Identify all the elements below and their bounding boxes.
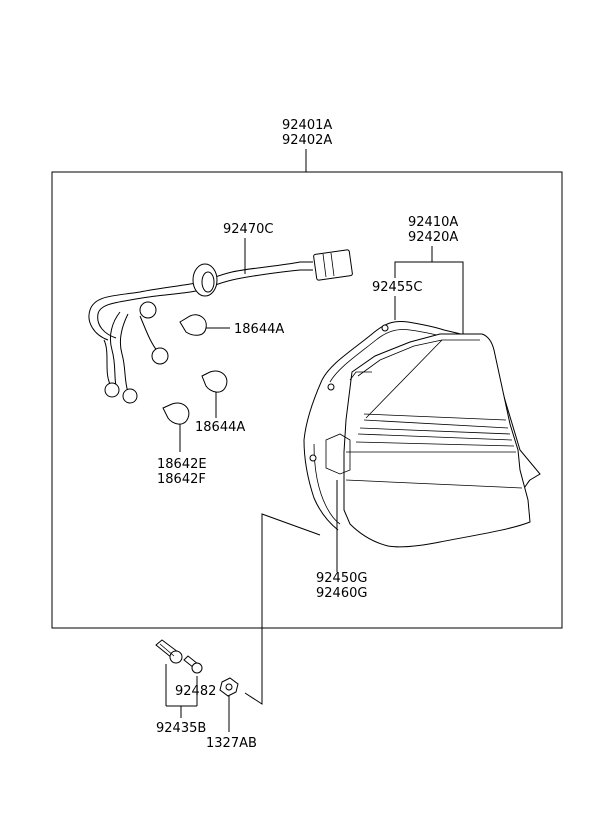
- harness-main-cable: [88, 261, 313, 341]
- lens-band-3: [359, 427, 511, 435]
- lens-band-4: [357, 433, 513, 441]
- gasket-hole-2: [327, 383, 335, 391]
- socket-4: [122, 388, 138, 404]
- bolt-head: [169, 650, 183, 664]
- bolt-92435B: [155, 639, 183, 664]
- bulb-lower-label-2: 18642F: [157, 472, 206, 487]
- lens-corner-detail: [349, 371, 372, 381]
- screw-label: 92482: [175, 684, 216, 699]
- fastener-bracket: 92482 92435B: [156, 664, 216, 736]
- lamp-assembly-callout: 92410A 92420A 92455C: [372, 215, 464, 335]
- assembly-callout: 92401A 92402A: [282, 118, 332, 172]
- gasket-inner-lower: [313, 443, 341, 525]
- harness-branch-1: [109, 311, 121, 387]
- assembly-frame: [51, 171, 563, 629]
- bulb-middle: 18644A: [195, 370, 245, 435]
- bulb-upper-label: 18644A: [234, 322, 284, 337]
- nut-leader-line: [244, 513, 321, 705]
- socket-3: [104, 382, 120, 398]
- bulb-upper-glass: [179, 314, 207, 336]
- lens-band-2: [363, 419, 509, 429]
- assembly-label-1: 92401A: [282, 118, 332, 133]
- harness-cable-edge: [97, 269, 313, 339]
- harness-label: 92470C: [223, 222, 273, 237]
- bolt-label: 92435B: [156, 721, 206, 736]
- lamp-lens: [325, 333, 531, 548]
- connector-detail-2: [330, 252, 335, 277]
- gasket-outline: [321, 321, 541, 497]
- bulb-lower-label-1: 18642E: [157, 457, 207, 472]
- nut-label: 1327AB: [206, 736, 257, 751]
- bulb-lower: 18642E 18642F: [157, 402, 207, 487]
- screw-92482: [183, 655, 203, 674]
- bulb-lower-glass: [162, 402, 190, 425]
- bolt-thread: [159, 643, 175, 657]
- gasket-outline-lower: [303, 379, 339, 531]
- lens-side-mount: [325, 433, 351, 475]
- gasket-inner-edge: [329, 329, 453, 383]
- gasket-label: 92455C: [372, 280, 422, 295]
- gasket-hole-3: [309, 454, 317, 462]
- harness-branch-3: [103, 339, 111, 385]
- bulb-upper: 18644A: [179, 314, 284, 337]
- screw-head: [191, 662, 203, 674]
- lamp-assembly-label-1: 92410A: [408, 215, 458, 230]
- connector-detail-1: [322, 253, 327, 278]
- bulb-middle-label: 18644A: [195, 420, 245, 435]
- assembly-label-2: 92402A: [282, 133, 332, 148]
- lens-band-5: [355, 441, 515, 447]
- bulb-middle-glass: [201, 370, 228, 393]
- housing-callout: 92450G 92460G: [316, 480, 367, 601]
- lens-band-1: [363, 413, 507, 421]
- socket-1: [139, 301, 157, 319]
- lens-facet-line: [365, 339, 443, 419]
- gasket-hole-1: [381, 324, 389, 332]
- harness-branch-4: [139, 315, 159, 353]
- lamp-assembly-label-2: 92420A: [408, 230, 458, 245]
- socket-2: [151, 347, 169, 365]
- harness-connector: [313, 249, 353, 281]
- harness-grommet-inner: [201, 271, 215, 293]
- lens-lower-edge: [345, 479, 523, 489]
- lamp-lens-outline: [343, 333, 531, 548]
- lamp-assembly-bracket-left: [394, 246, 433, 278]
- harness-branch-2: [119, 313, 129, 393]
- nut-hole: [225, 683, 233, 691]
- lamp-assembly-bracket-right: [432, 261, 464, 335]
- housing-label-1: 92450G: [316, 571, 367, 586]
- wiring-harness: 92470C: [88, 222, 353, 404]
- nut-1327AB: 1327AB: [206, 677, 257, 751]
- lens-top-edge: [357, 339, 480, 377]
- housing-label-2: 92460G: [316, 586, 367, 601]
